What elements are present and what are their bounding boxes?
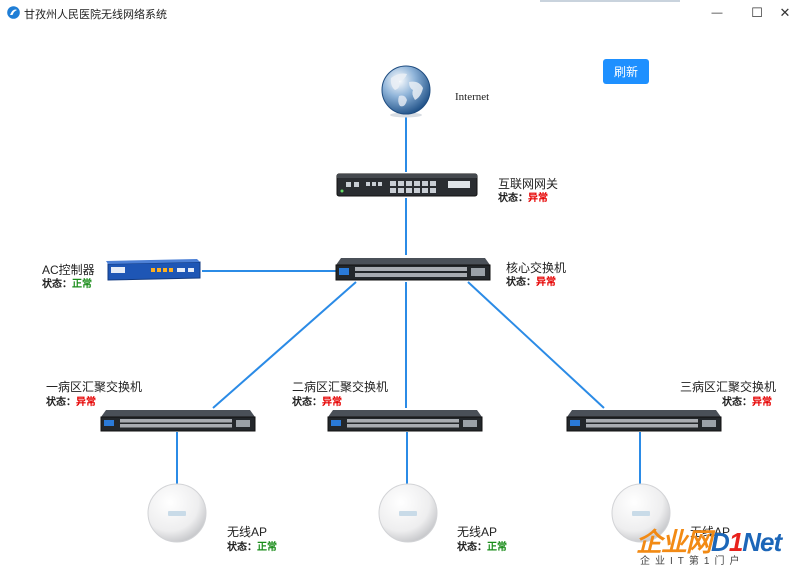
agg3-status: 状态：异常 xyxy=(722,397,772,408)
app-logo-icon xyxy=(7,6,20,19)
gateway-device-icon[interactable] xyxy=(336,171,478,199)
globe-icon[interactable] xyxy=(379,64,433,118)
titlebar-accent xyxy=(540,0,680,2)
ap-2-icon[interactable] xyxy=(377,482,439,544)
agg-switch-1-icon[interactable] xyxy=(100,408,256,434)
agg-switch-2-icon[interactable] xyxy=(327,408,483,434)
core-status: 状态：异常 xyxy=(506,277,556,288)
link-core-agg3 xyxy=(467,281,605,409)
internet-label: Internet xyxy=(455,91,490,103)
watermark-brand: 企业网D1Net xyxy=(636,527,782,557)
watermark-sub: 企业IT第1门户 xyxy=(640,556,745,567)
agg-switch-3-icon[interactable] xyxy=(566,408,722,434)
agg2-label: 二病区汇聚交换机 xyxy=(292,380,389,394)
core-switch-icon[interactable] xyxy=(335,256,491,284)
ap-3-icon[interactable] xyxy=(610,482,672,544)
ap1-status: 状态：正常 xyxy=(227,542,277,553)
window-title: 甘孜州人民医院无线网络系统 xyxy=(24,9,167,21)
close-button[interactable]: ✕ xyxy=(772,3,798,23)
gateway-label: 互联网网关 xyxy=(498,177,559,191)
core-label: 核心交换机 xyxy=(506,261,567,275)
ap2-label: 无线AP xyxy=(457,525,498,539)
refresh-button[interactable]: 刷新 xyxy=(603,59,649,84)
link-core-agg1 xyxy=(212,281,357,409)
ap-1-icon[interactable] xyxy=(146,482,208,544)
ac-status-value: 正常 xyxy=(72,279,92,290)
core-status-value: 异常 xyxy=(536,277,556,288)
title-bar: 甘孜州人民医院无线网络系统 — ☐ ✕ xyxy=(0,0,800,26)
watermark-logo: 企业网D1Net 企业IT第1门户 xyxy=(636,522,800,567)
ap2-status-value: 正常 xyxy=(487,542,507,553)
agg2-status: 状态：异常 xyxy=(292,397,342,408)
agg1-label: 一病区汇聚交换机 xyxy=(46,380,143,394)
ac-controller-icon[interactable] xyxy=(105,258,203,284)
minimize-icon: — xyxy=(711,7,723,19)
maximize-icon: ☐ xyxy=(751,5,763,20)
close-icon: ✕ xyxy=(779,5,791,20)
ac-status: 状态：正常 xyxy=(42,279,92,290)
ap3-label: 无线AP xyxy=(690,525,731,539)
agg1-status-value: 异常 xyxy=(76,397,96,408)
gateway-status: 状态：异常 xyxy=(498,193,548,204)
maximize-button[interactable]: ☐ xyxy=(744,3,770,23)
agg2-status-value: 异常 xyxy=(322,397,342,408)
ap2-status: 状态：正常 xyxy=(457,542,507,553)
agg3-label: 三病区汇聚交换机 xyxy=(680,380,777,394)
agg1-status: 状态：异常 xyxy=(46,397,96,408)
gateway-status-value: 异常 xyxy=(528,193,548,204)
ap1-label: 无线AP xyxy=(227,525,268,539)
minimize-button[interactable]: — xyxy=(704,3,730,23)
ac-label: AC控制器 xyxy=(42,263,95,277)
ap1-status-value: 正常 xyxy=(257,542,277,553)
agg3-status-value: 异常 xyxy=(752,397,772,408)
